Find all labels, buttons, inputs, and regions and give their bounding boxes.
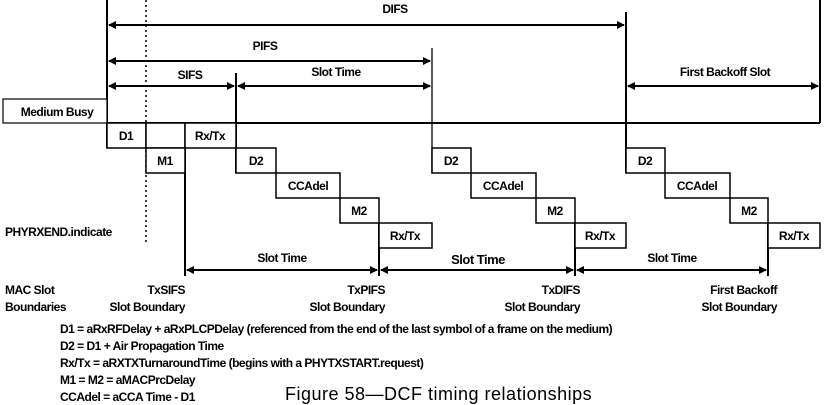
figure-caption: Figure 58—DCF timing relationships — [285, 384, 592, 404]
medium-busy-label: Medium Busy — [21, 105, 94, 119]
txpifs-sub-label: Slot Boundary — [309, 300, 385, 314]
rxtx-box — [184, 122, 237, 149]
d1-label: D1 — [119, 129, 134, 143]
d2-label: D2 — [638, 154, 653, 168]
ccadel-label: CCAdel — [677, 179, 718, 193]
sifs-label: SIFS — [178, 68, 203, 82]
legend-m1-m2: M1 = M2 = aMACPrcDelay — [60, 373, 196, 387]
ccadel-label: CCAdel — [288, 179, 329, 193]
m1-label: M1 — [157, 154, 173, 168]
difs-label: DIFS — [382, 2, 408, 16]
rxtx-label: Rx/Tx — [779, 229, 810, 243]
txdifs-sub-label: Slot Boundary — [504, 300, 580, 314]
mac-slot-label-2: Boundaries — [5, 300, 67, 314]
empty-box — [145, 122, 186, 149]
stair-group-2: D2 CCAdel M2 Rx/Tx — [431, 147, 627, 249]
ccadel-label: CCAdel — [483, 179, 524, 193]
d2-label: D2 — [249, 154, 264, 168]
rxtx-label: Rx/Tx — [390, 229, 421, 243]
medium-busy-box — [2, 98, 108, 124]
slot-time-label-2: Slot Time — [451, 252, 505, 267]
slot-time-label-1: Slot Time — [257, 251, 307, 265]
phyrxend-label: PHYRXEND.indicate — [5, 225, 113, 239]
txsifs-sub-label: Slot Boundary — [109, 300, 185, 314]
first-backoff-boundary-sub-label: Slot Boundary — [701, 300, 777, 314]
txsifs-label: TxSIFS — [147, 283, 185, 297]
first-backoff-boundary-label: First Backoff — [710, 283, 778, 297]
m2-label: M2 — [547, 204, 563, 218]
m2-label: M2 — [741, 204, 757, 218]
m2-label: M2 — [351, 204, 367, 218]
slot-time-label-3: Slot Time — [647, 251, 697, 265]
legend-d2: D2 = D1 + Air Propagation Time — [60, 339, 225, 353]
slot-time-label-top: Slot Time — [311, 65, 361, 79]
d2-label: D2 — [444, 154, 459, 168]
legend-d1: D1 = aRxRFDelay + aRxPLCPDelay (referenc… — [60, 322, 613, 336]
legend-rxtx: Rx/Tx = aRXTXTurnaroundTime (begins with… — [60, 356, 424, 370]
pifs-label: PIFS — [253, 39, 278, 53]
rxtx-label: Rx/Tx — [195, 129, 226, 143]
rxtx-label: Rx/Tx — [585, 229, 616, 243]
legend-ccadel: CCAdel = aCCA Time - D1 — [60, 390, 196, 404]
m1-box — [145, 147, 186, 174]
first-backoff-slot-label: First Backoff Slot — [680, 65, 771, 79]
txdifs-label: TxDIFS — [542, 283, 581, 297]
stair-group-3: D2 CCAdel M2 Rx/Tx — [625, 147, 821, 249]
txpifs-label: TxPIFS — [347, 283, 385, 297]
mac-slot-label: MAC Slot — [5, 283, 55, 297]
stair-group-1: D2 CCAdel M2 Rx/Tx — [235, 147, 433, 249]
